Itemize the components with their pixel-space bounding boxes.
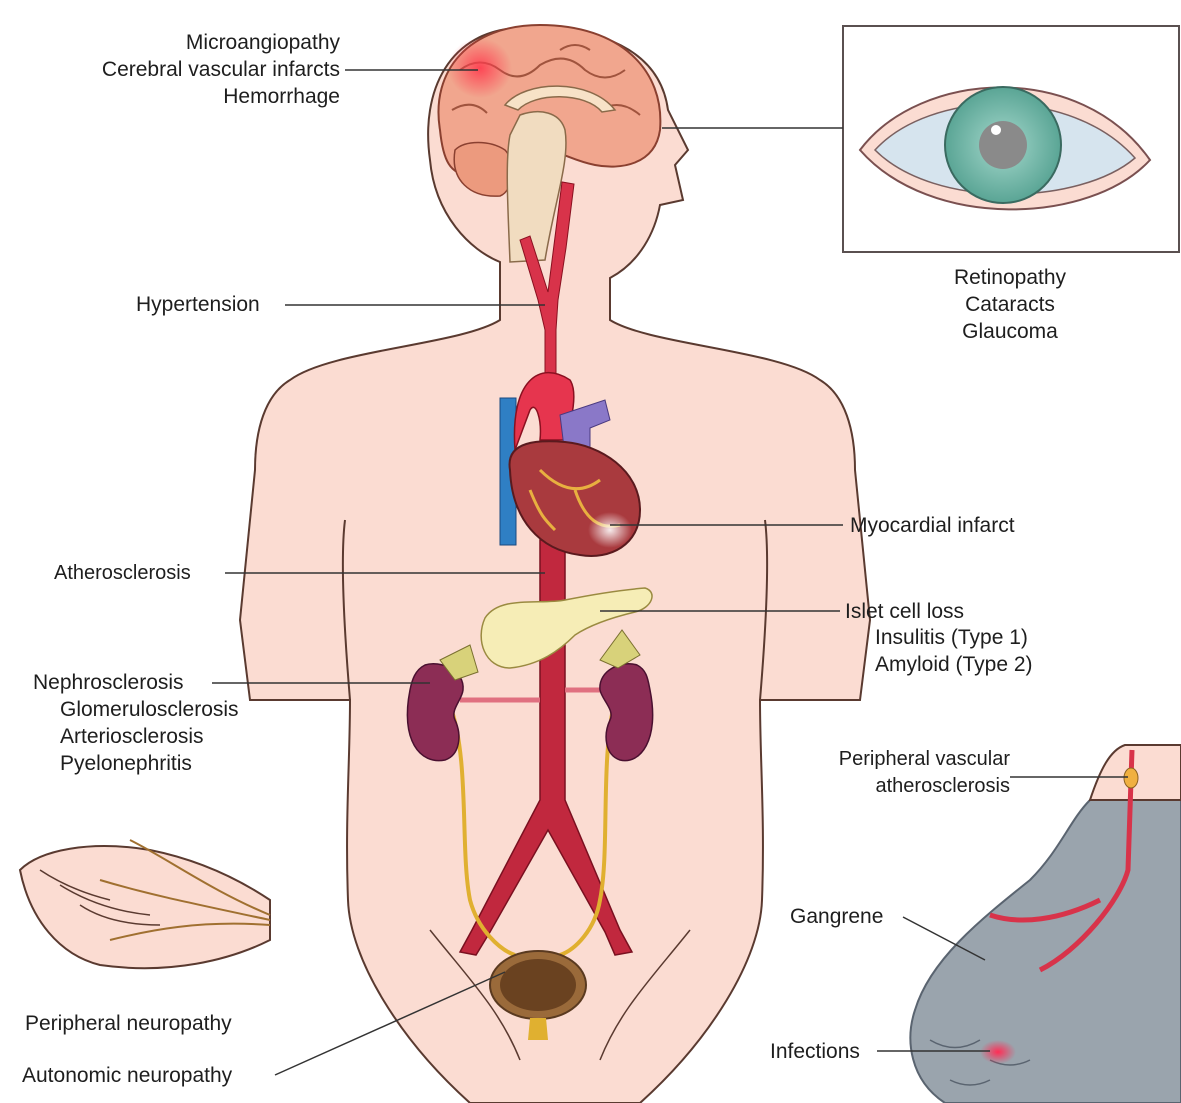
label-cerebral-infarcts: Cerebral vascular infarcts	[20, 56, 340, 83]
infarct-spot	[588, 512, 632, 548]
label-islet-cell-loss: Islet cell loss	[845, 598, 964, 625]
foot	[910, 800, 1181, 1103]
label-amyloid: Amyloid (Type 2)	[875, 651, 1033, 678]
label-pva-line2: atherosclerosis	[740, 773, 1010, 800]
label-insulitis: Insulitis (Type 1)	[875, 624, 1033, 651]
label-islet-sub: Insulitis (Type 1) Amyloid (Type 2)	[875, 624, 1033, 678]
label-retinopathy: Retinopathy	[890, 264, 1130, 291]
label-atherosclerosis: Atherosclerosis	[54, 560, 191, 587]
vascular-plaque	[1124, 768, 1138, 788]
infection-spot	[980, 1040, 1016, 1064]
label-brain: Microangiopathy Cerebral vascular infarc…	[20, 29, 340, 110]
label-peripheral-neuropathy: Peripheral neuropathy	[25, 1010, 232, 1037]
pupil	[979, 121, 1027, 169]
urethra	[528, 1018, 548, 1040]
label-nephrosclerosis: Nephrosclerosis	[33, 669, 184, 696]
label-hemorrhage: Hemorrhage	[20, 83, 340, 110]
label-arteriosclerosis: Arteriosclerosis	[60, 723, 239, 750]
label-infections: Infections	[770, 1038, 860, 1065]
label-eye: Retinopathy Cataracts Glaucoma	[890, 264, 1130, 345]
hand	[20, 846, 270, 968]
label-hypertension: Hypertension	[136, 291, 260, 318]
bladder-inner	[500, 959, 576, 1011]
label-kidney-sub: Glomerulosclerosis Arteriosclerosis Pyel…	[60, 696, 239, 777]
label-glomerulosclerosis: Glomerulosclerosis	[60, 696, 239, 723]
label-autonomic-neuropathy: Autonomic neuropathy	[22, 1062, 232, 1089]
label-gangrene: Gangrene	[790, 903, 883, 930]
label-peripheral-vascular: Peripheral vascular atherosclerosis	[740, 746, 1010, 800]
label-myocardial-infarct: Myocardial infarct	[850, 512, 1015, 539]
pupil-glint	[991, 125, 1001, 135]
label-pyelonephritis: Pyelonephritis	[60, 750, 239, 777]
label-cataracts: Cataracts	[890, 291, 1130, 318]
label-microangiopathy: Microangiopathy	[20, 29, 340, 56]
brain-hemorrhage-spot	[448, 38, 512, 98]
label-glaucoma: Glaucoma	[890, 318, 1130, 345]
label-pva-line1: Peripheral vascular	[740, 746, 1010, 773]
